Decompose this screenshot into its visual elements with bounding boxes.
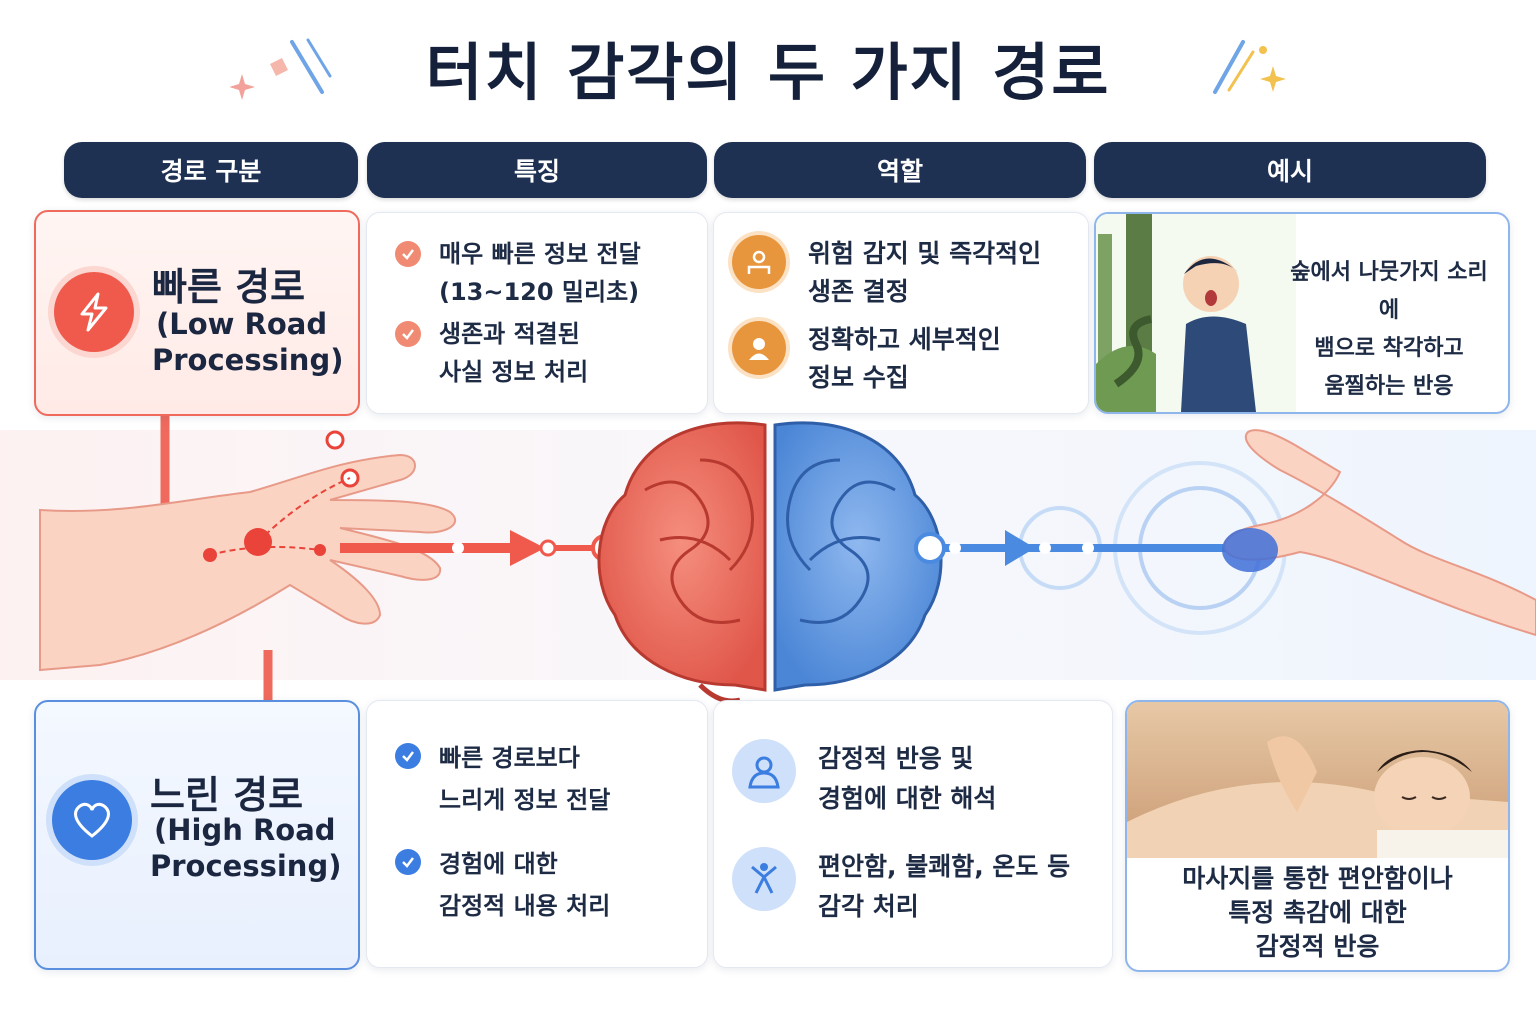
page-title: 터치 감각의 두 가지 경로 bbox=[425, 36, 1111, 109]
header-role: 역할 bbox=[714, 142, 1086, 198]
fast-path-sub2: Processing) bbox=[152, 343, 344, 377]
sparkle-left-icon bbox=[230, 38, 332, 100]
emotion-icon bbox=[732, 739, 796, 803]
fast-path-sub1: (Low Road bbox=[156, 307, 328, 341]
person-info-icon bbox=[732, 321, 786, 375]
massage-illustration bbox=[1127, 702, 1508, 858]
header-path-type: 경로 구분 bbox=[64, 142, 358, 198]
slow-path-card: 느린 경로 (High Road Processing) bbox=[34, 700, 360, 970]
forest-boy-illustration bbox=[1096, 214, 1296, 412]
header-example: 예시 bbox=[1094, 142, 1486, 198]
fast-path-card: 빠른 경로 (Low Road Processing) bbox=[34, 210, 360, 416]
lightning-icon bbox=[54, 272, 134, 352]
check-icon bbox=[395, 743, 421, 769]
slow-path-title: 느린 경로 bbox=[150, 773, 304, 817]
check-icon bbox=[395, 241, 421, 267]
fast-path-title: 빠른 경로 bbox=[152, 265, 306, 309]
slow-path-sub2: Processing) bbox=[150, 849, 342, 883]
heart-icon bbox=[52, 780, 132, 860]
pathway-illustration bbox=[0, 410, 1536, 704]
sparkle-right-icon bbox=[1213, 40, 1286, 94]
fast-feature-item: 매우 빠른 정보 전달(13~120 밀리초) bbox=[395, 235, 641, 311]
check-icon bbox=[395, 849, 421, 875]
header-features: 특징 bbox=[367, 142, 707, 198]
alert-person-icon bbox=[732, 235, 786, 289]
slow-path-sub1: (High Road bbox=[154, 813, 336, 847]
check-icon bbox=[395, 321, 421, 347]
body-sense-icon bbox=[732, 847, 796, 911]
